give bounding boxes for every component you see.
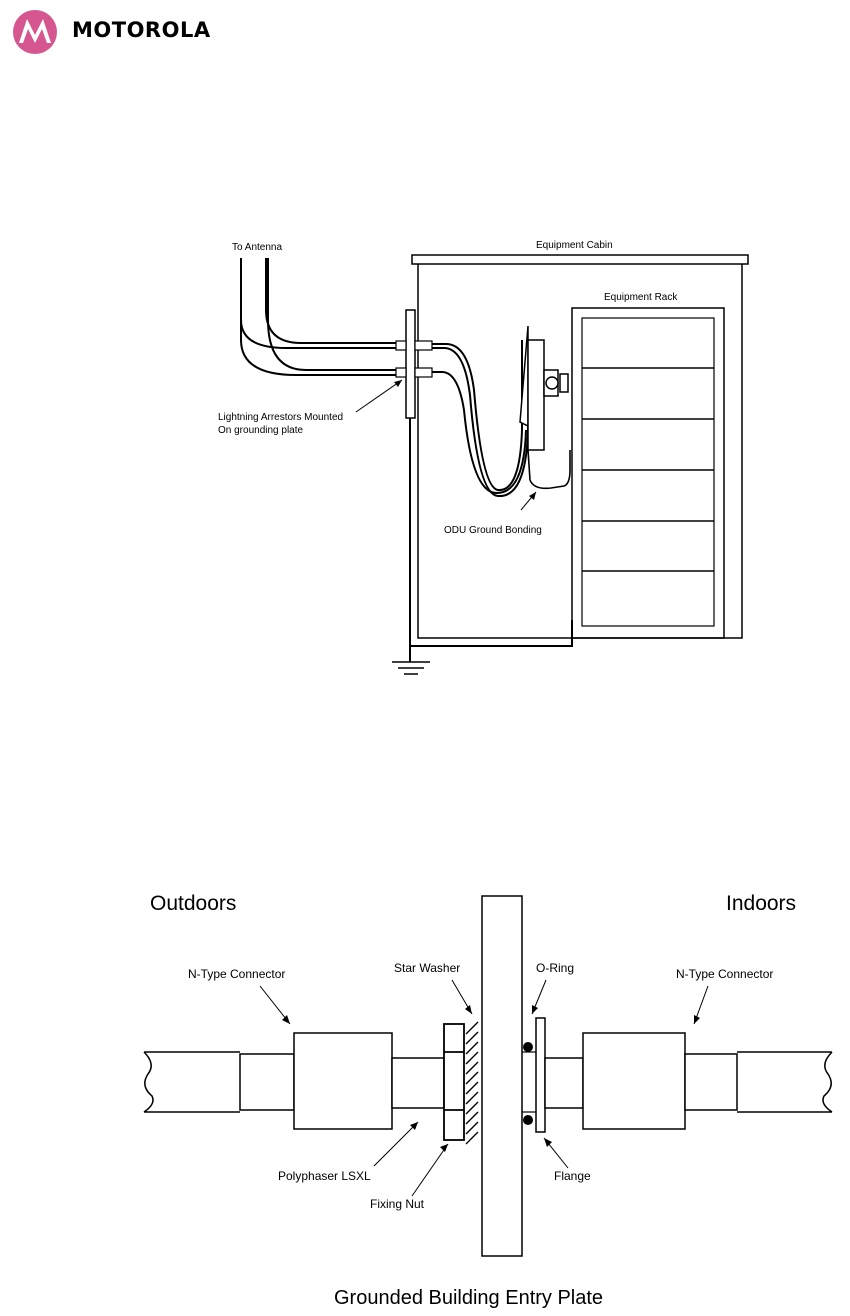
label-entry-plate: Grounded Building Entry Plate	[334, 1287, 603, 1309]
label-equipment-cabin: Equipment Cabin	[536, 240, 613, 251]
antenna-cables	[241, 258, 396, 375]
earth-ground-icon	[392, 662, 430, 674]
label-equipment-rack: Equipment Rack	[604, 292, 678, 303]
polyphaser-body	[392, 1058, 444, 1108]
label-flange: Flange	[554, 1169, 591, 1183]
right-ferrule	[685, 1054, 737, 1110]
label-o-ring: O-Ring	[536, 961, 574, 975]
flange	[536, 1018, 545, 1132]
label-to-antenna: To Antenna	[232, 242, 282, 253]
odu-ground-wire	[528, 450, 570, 488]
cable-right	[737, 1052, 832, 1112]
star-washer	[466, 1022, 478, 1144]
equipment-rack-inner	[582, 318, 714, 626]
label-fixing-nut: Fixing Nut	[370, 1197, 425, 1211]
arrestor-4	[415, 368, 432, 377]
left-ferrule	[240, 1054, 294, 1110]
label-ntype-left: N-Type Connector	[188, 967, 285, 981]
motorola-batwing-icon	[10, 8, 62, 60]
label-indoors: Indoors	[726, 892, 796, 915]
label-polyphaser: Polyphaser LSXL	[278, 1169, 371, 1183]
cable-left	[144, 1052, 240, 1112]
label-odu-ground: ODU Ground Bonding	[444, 525, 542, 536]
cabin-walls	[418, 264, 742, 638]
grounding-plate	[406, 310, 415, 418]
right-neck	[545, 1058, 583, 1108]
arrestor-arrow	[356, 380, 402, 412]
equipment-rack-outer	[572, 308, 724, 638]
arrestor-3	[396, 368, 406, 377]
cabin-roof	[412, 255, 748, 264]
label-outdoors: Outdoors	[150, 892, 236, 915]
left-n-connector	[294, 1033, 392, 1129]
entry-plate	[482, 896, 522, 1256]
label-star-washer: Star Washer	[394, 961, 460, 975]
o-ring-top	[523, 1042, 533, 1052]
equipment-cabin-diagram: Equipment Cabin Equipment Rack To Antenn…	[206, 230, 766, 690]
fixing-nut	[444, 1024, 464, 1140]
label-arrestors-1: Lightning Arrestors Mounted	[218, 412, 343, 423]
label-ntype-right: N-Type Connector	[676, 967, 773, 981]
right-n-connector	[583, 1033, 685, 1129]
ground-wire-rack	[410, 620, 572, 646]
o-ring-bottom	[523, 1115, 533, 1125]
arrestor-2	[415, 341, 432, 350]
arrestor-1	[396, 341, 406, 350]
rack-shelves	[582, 368, 714, 571]
entry-plate-diagram: Outdoors Indoors	[122, 874, 842, 1311]
label-arrestors-2: On grounding plate	[218, 425, 304, 436]
motorola-logo: MOTOROLA	[10, 8, 260, 60]
brand-wordmark: MOTOROLA	[72, 18, 211, 42]
indoor-cables	[432, 340, 528, 496]
